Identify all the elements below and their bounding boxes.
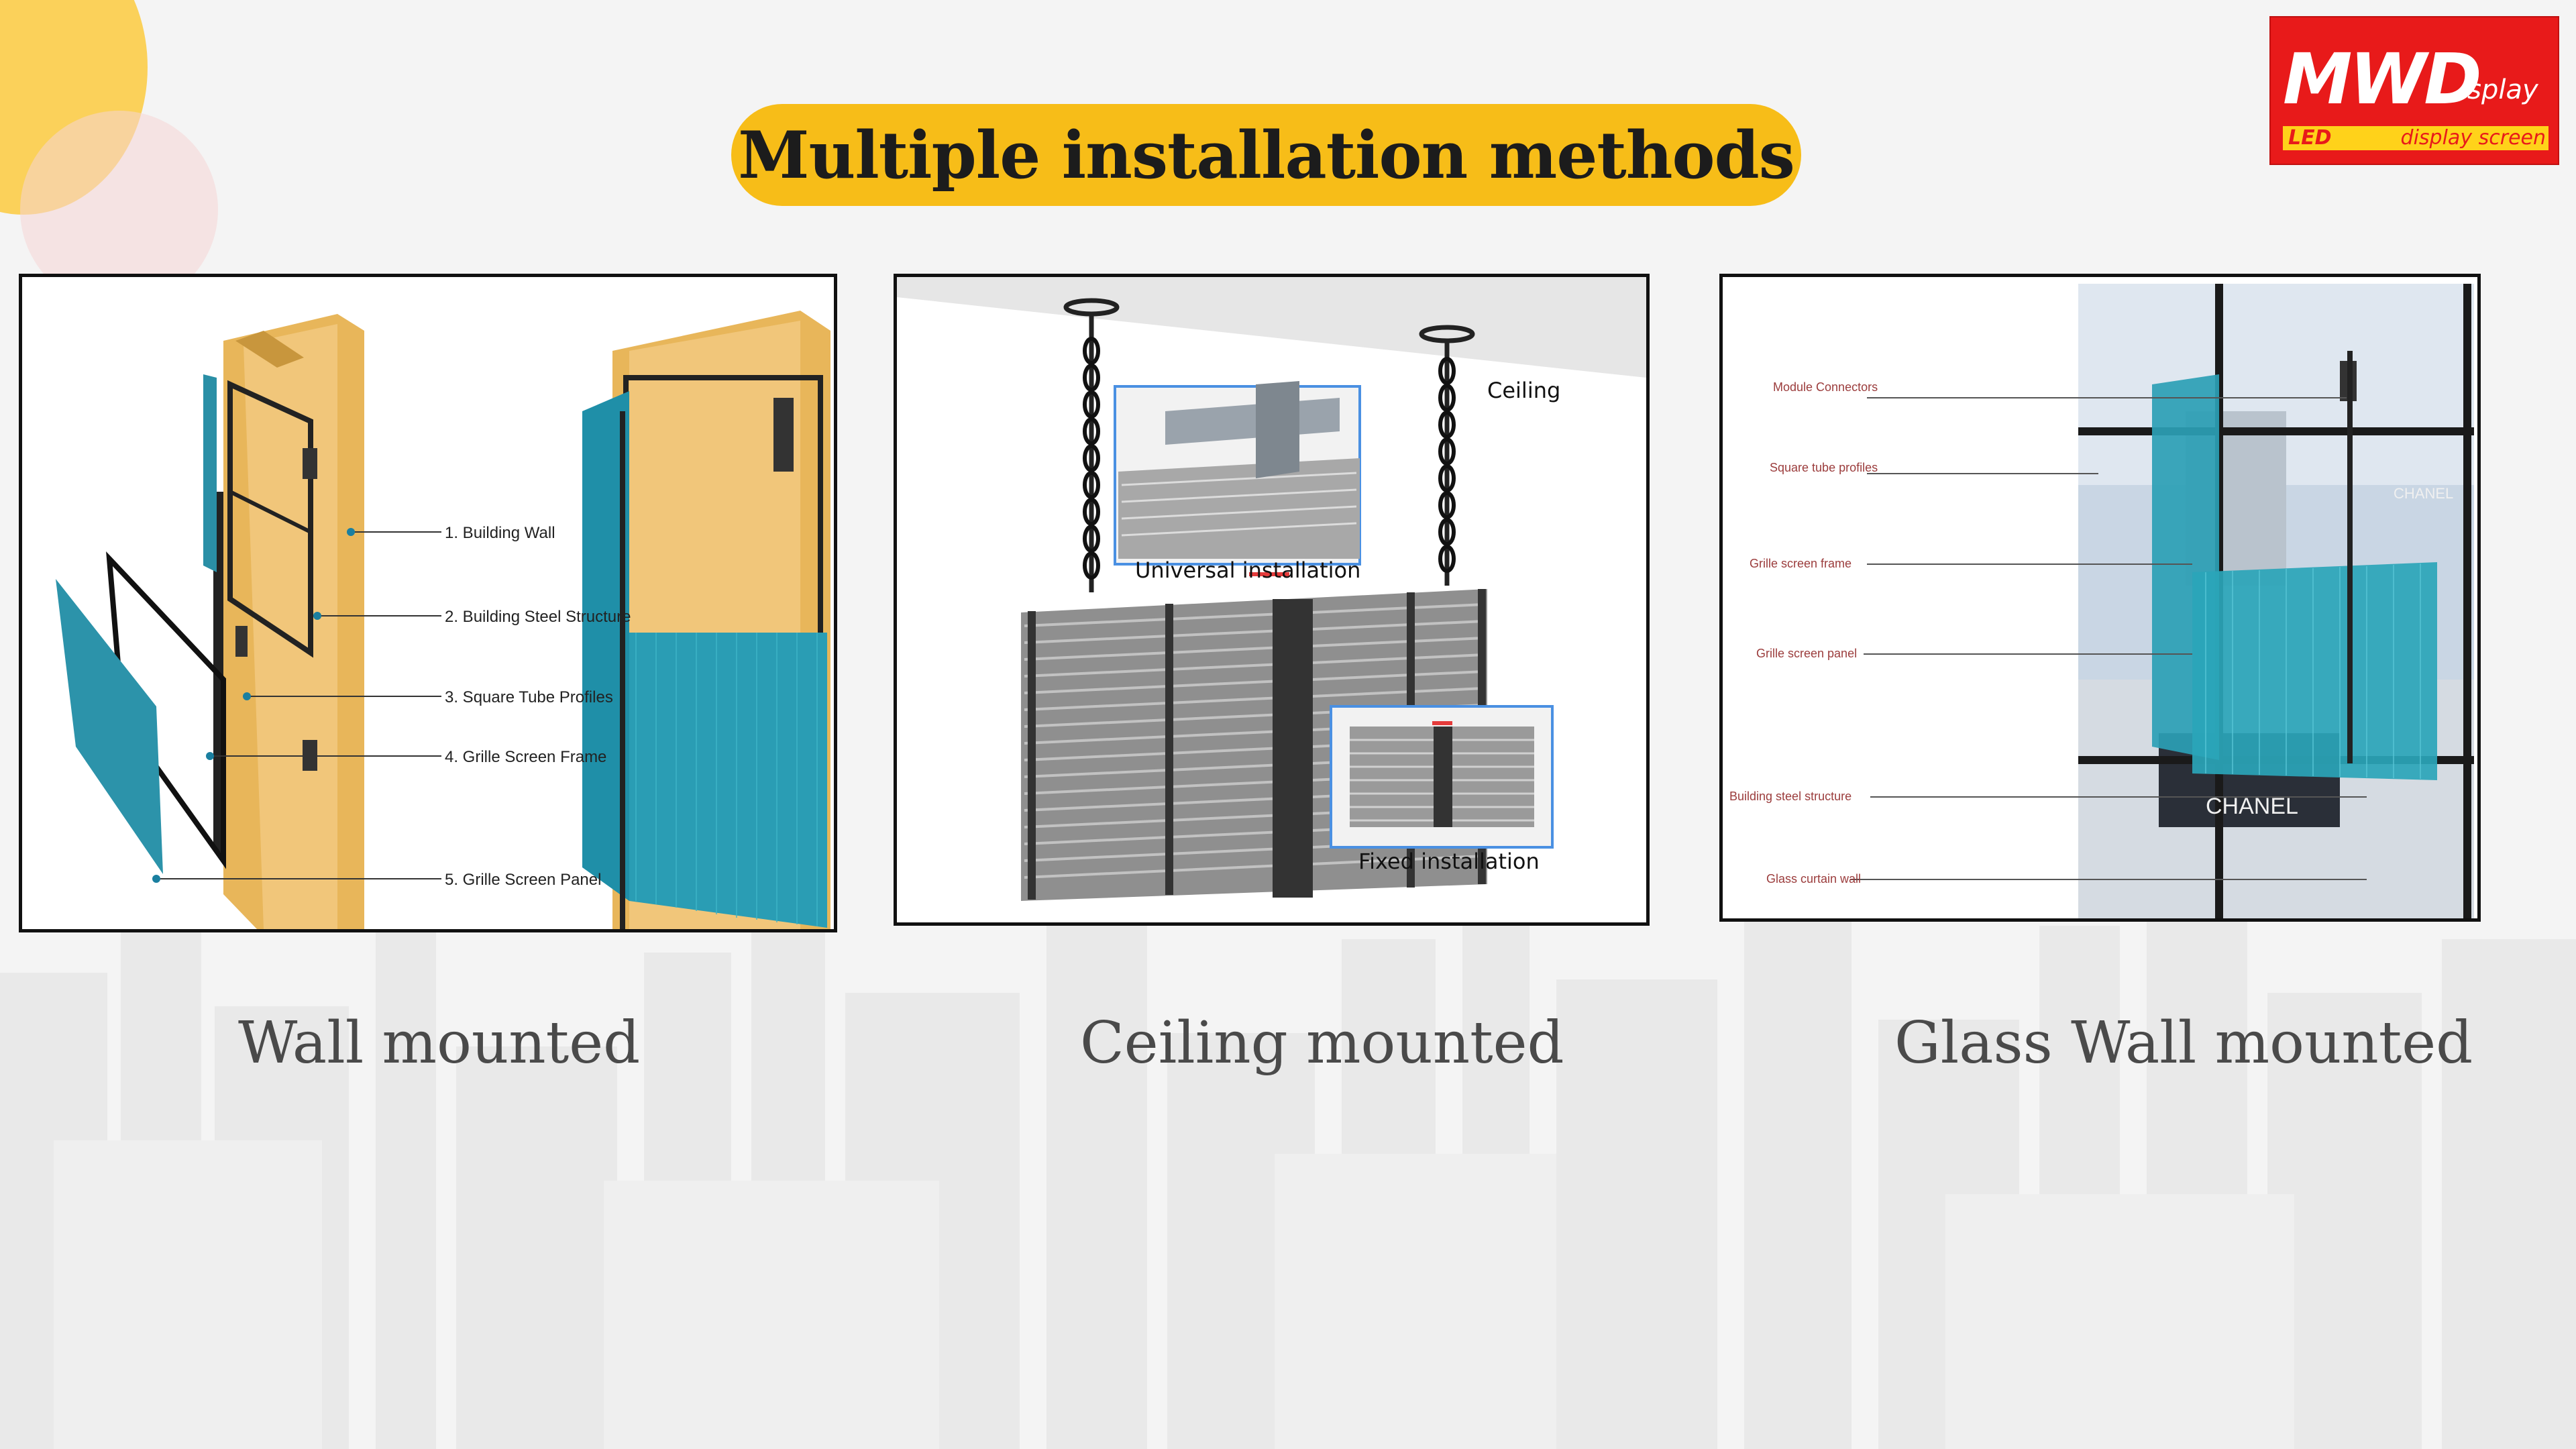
- wall-label-3: 3. Square Tube Profiles: [445, 688, 613, 706]
- glass-wall-mounted-illustration: CHANEL CHANEL Module Connectors Square t…: [1729, 284, 2474, 918]
- glass-label-3: Grille screen frame: [1750, 557, 1851, 570]
- logo-tag-bar: [2283, 126, 2548, 150]
- ceiling-mounted-diagram: Ceiling Universal installation Fixed ins…: [894, 274, 1650, 926]
- caption-glass-wall-mounted: Glass Wall mounted: [1894, 1010, 2473, 1077]
- logo-tag-right: display screen: [2400, 126, 2546, 150]
- title-banner: Multiple installation methods: [731, 104, 1801, 206]
- glass-label-1: Module Connectors: [1773, 380, 1878, 394]
- caption-wall-mounted: Wall mounted: [238, 1010, 641, 1077]
- glass-label-4: Grille screen panel: [1756, 647, 1857, 660]
- wall-mounted-illustration: 1. Building Wall 2. Building Steel Struc…: [56, 311, 830, 929]
- glass-label-6: Glass curtain wall: [1766, 872, 1861, 885]
- wall-label-4: 4. Grille Screen Frame: [445, 748, 606, 766]
- ceiling-mounted-illustration: Ceiling Universal installation Fixed ins…: [897, 277, 1646, 901]
- wall-label-5: 5. Grille Screen Panel: [445, 871, 601, 889]
- universal-installation-label: Universal installation: [1135, 557, 1360, 583]
- logo-main-text: MWD: [2283, 38, 2482, 120]
- page-title: Multiple installation methods: [738, 117, 1794, 193]
- glass-label-2: Square tube profiles: [1770, 461, 1878, 474]
- logo-tag-left: LED: [2288, 126, 2332, 150]
- glass-wall-mounted-diagram: CHANEL CHANEL Module Connectors Square t…: [1719, 274, 2481, 922]
- chanel-sign-1: CHANEL: [2394, 485, 2453, 502]
- ceiling-label: Ceiling: [1487, 378, 1560, 403]
- glass-label-5: Building steel structure: [1729, 790, 1851, 803]
- fixed-installation-label: Fixed installation: [1358, 849, 1540, 874]
- wall-label-1: 1. Building Wall: [445, 524, 555, 542]
- brand-logo: MWD isplay LED display screen: [2269, 16, 2559, 165]
- wall-label-2: 2. Building Steel Structure: [445, 608, 631, 626]
- logo-tagline: LED display screen: [2288, 125, 2546, 151]
- chanel-sign-2: CHANEL: [2206, 794, 2298, 819]
- logo-suffix-text: isplay: [2460, 74, 2538, 105]
- wall-mounted-diagram: 1. Building Wall 2. Building Steel Struc…: [19, 274, 837, 932]
- caption-ceiling-mounted: Ceiling mounted: [1080, 1010, 1564, 1077]
